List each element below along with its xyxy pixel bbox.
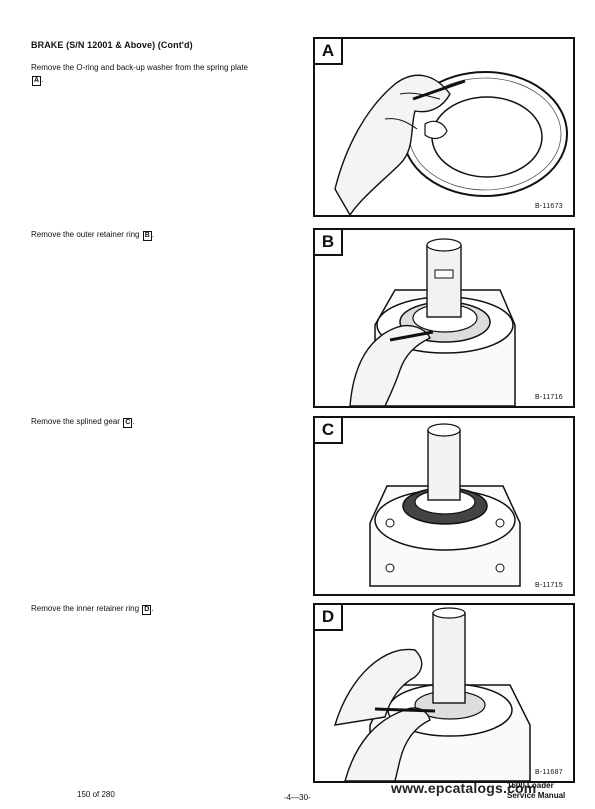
manual-title-line1: 1600 Loader (507, 781, 554, 790)
figure-b-id: B-11716 (534, 394, 563, 401)
step-a-instruction: Remove the O-ring and back-up washer fro… (31, 63, 248, 72)
figure-c-panel: C B-11715 (313, 416, 575, 596)
figure-a-panel: A B-11673 (313, 37, 575, 217)
step-d-instruction: Remove the inner retainer ring (31, 604, 140, 613)
step-c-ref-box: C (123, 418, 133, 428)
step-b-ref-box: B (142, 231, 152, 241)
manual-title: 1600 Loader Service Manual (507, 781, 565, 801)
step-c-suffix: . (132, 417, 135, 426)
figure-c-id: B-11715 (534, 582, 563, 589)
figure-b-letter: B (315, 230, 343, 256)
manual-title-line2: Service Manual (507, 791, 566, 800)
step-a-text: Remove the O-ring and back-up washer fro… (31, 62, 301, 86)
step-b-instruction: Remove the outer retainer ring (31, 230, 140, 239)
page-number: -4—30- (284, 793, 311, 802)
figure-c-illustration (369, 423, 521, 587)
step-a-ref-box: A (32, 76, 42, 86)
step-b-text: Remove the outer retainer ring B. (31, 229, 301, 241)
figure-a-letter: A (315, 39, 343, 65)
page-count: 150 of 280 (77, 790, 115, 799)
figure-b-panel: B B-11716 (313, 228, 575, 408)
figure-c-letter: C (315, 418, 343, 444)
figure-a-id: B-11673 (534, 203, 563, 210)
figure-d-illustration (334, 607, 531, 781)
step-c-instruction: Remove the splined gear (31, 417, 120, 426)
figure-d-id: B-11687 (534, 769, 563, 776)
figure-d-letter: D (315, 605, 343, 631)
step-a-suffix: . (41, 75, 44, 84)
step-d-ref-box: D (142, 605, 152, 615)
step-b-suffix: . (151, 230, 155, 239)
step-d-text: Remove the inner retainer ring D. (31, 603, 301, 615)
figure-d-panel: D B-11687 (313, 603, 575, 783)
step-d-suffix: . (151, 604, 154, 613)
step-c-text: Remove the splined gear C. (31, 416, 301, 428)
figure-a-illustration (334, 71, 568, 215)
watermark-text: www.epcatalogs.com (391, 780, 537, 796)
figure-b-illustration (349, 238, 516, 406)
section-heading: BRAKE (S/N 12001 & Above) (Cont'd) (31, 40, 193, 50)
